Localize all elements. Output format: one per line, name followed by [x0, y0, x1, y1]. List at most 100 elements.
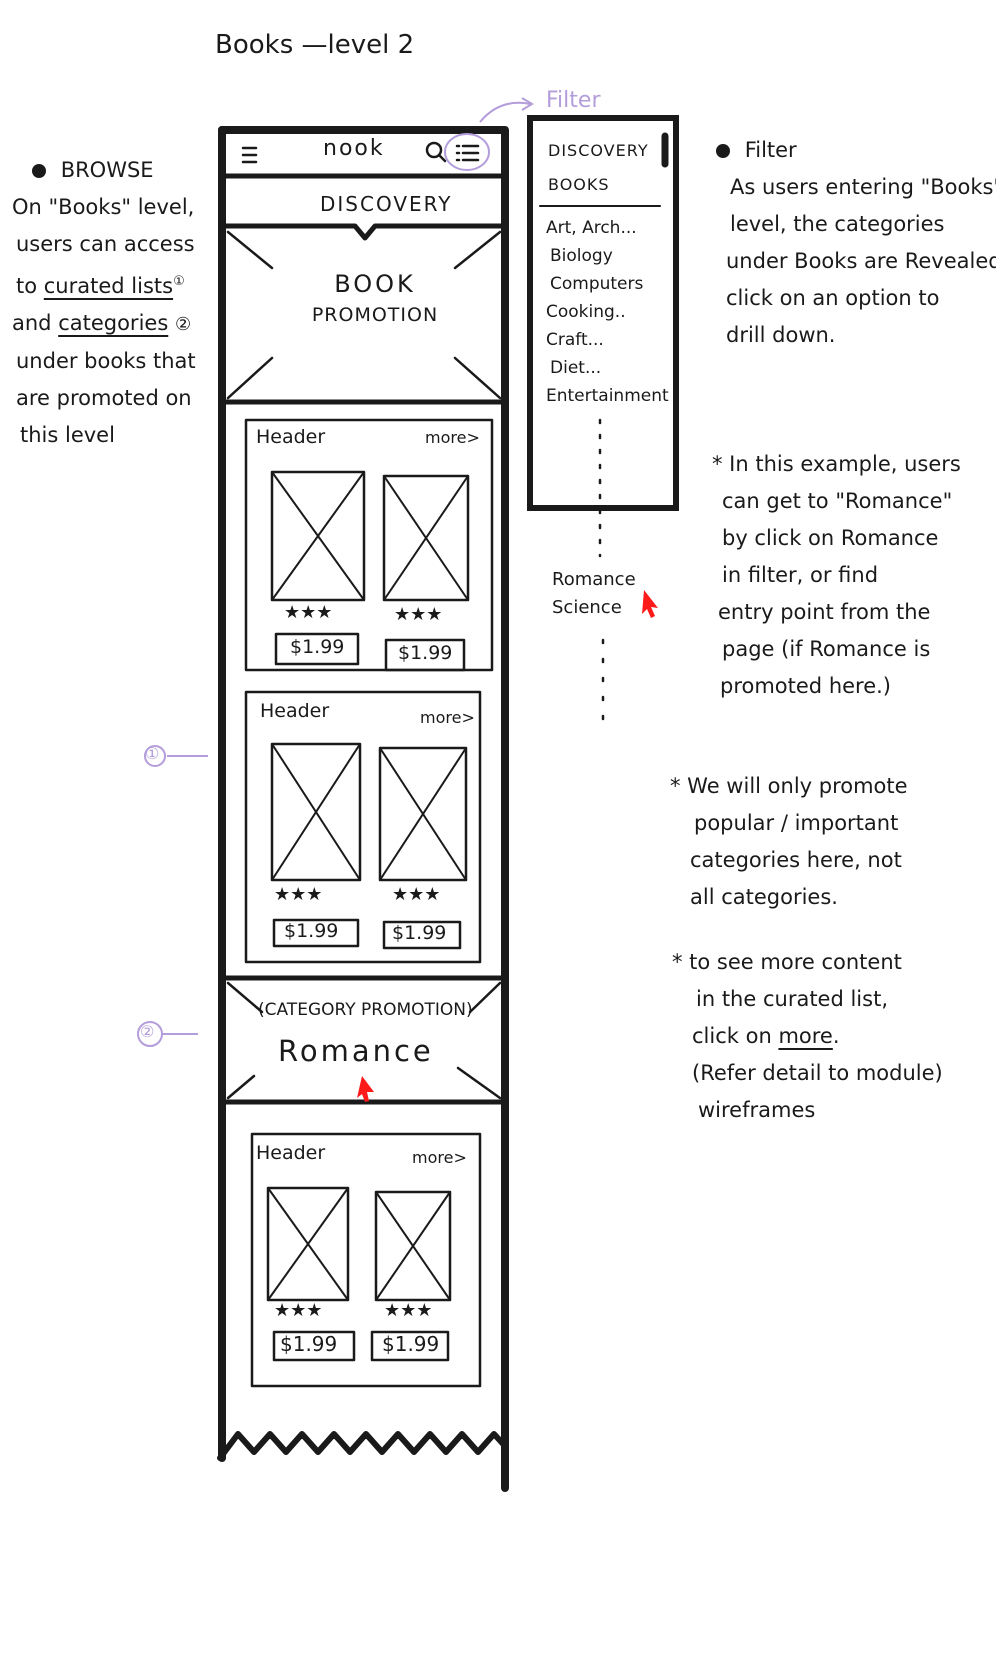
module-2-rating-2: ★★★ [392, 884, 441, 905]
module-1-rating-2: ★★★ [394, 604, 443, 625]
purple-annotations [137, 97, 534, 1047]
bullet-dot [716, 144, 730, 158]
module-2-cover-2 [378, 746, 468, 882]
browse-line-2: users can access [16, 232, 195, 256]
module-2-rating-1: ★★★ [274, 884, 323, 905]
filter-item-entertainment[interactable]: Entertainment [546, 386, 669, 406]
discovery-tab-line [221, 223, 508, 241]
page-title: Books —level 2 [215, 30, 415, 60]
category-promotion-romance[interactable]: Romance [278, 1034, 434, 1068]
module-3-frame [250, 1132, 482, 1388]
filter-note-line-5: drill down. [726, 323, 836, 347]
phone-torn-edge [217, 1431, 508, 1461]
marker-1-label: ① [145, 744, 160, 763]
filter-button[interactable] [452, 138, 482, 166]
filter-item-romance[interactable]: Romance [552, 569, 636, 590]
menu-button[interactable] [236, 140, 264, 168]
module-2-cover-1 [270, 742, 362, 882]
filter-item-art[interactable]: Art, Arch... [546, 218, 637, 238]
book-promotion-banner[interactable]: BOOK PROMOTION [300, 270, 450, 326]
filter-panel [527, 115, 679, 732]
more-note-line-4: (Refer detail to module) [692, 1061, 943, 1085]
browse-curated-prefix: to [16, 274, 44, 298]
browse-bullet-row: BROWSE [32, 152, 212, 189]
filter-item-craft[interactable]: Craft... [546, 330, 604, 350]
filter-item-biology[interactable]: Biology [550, 246, 613, 266]
browse-categories-marker: ② [174, 314, 192, 335]
filter-panel-title: DISCOVERY BOOKS [548, 134, 649, 202]
module-2-price-1[interactable]: $1.99 [284, 920, 339, 942]
browse-note: BROWSE On "Books" level, users can acces… [12, 152, 212, 454]
filter-item-cooking[interactable]: Cooking.. [546, 302, 626, 322]
module-1-price-box-2 [384, 638, 466, 672]
filter-item-computers[interactable]: Computers [550, 274, 644, 294]
example-note-line-3: by click on Romance [722, 526, 939, 550]
example-note-line-2: can get to "Romance" [722, 489, 953, 513]
discovery-tab[interactable]: DISCOVERY [320, 192, 453, 216]
marker-2-label: ② [140, 1022, 155, 1041]
filter-note-line-4: click on an option to [726, 286, 940, 310]
browse-line-after-2: are promoted on [16, 386, 192, 410]
module-2-header: Header [260, 700, 330, 722]
filter-note-bullet-row: Filter [716, 132, 986, 169]
module-2-more-link[interactable]: more> [420, 708, 475, 727]
module-3-price-box-2 [370, 1330, 450, 1362]
browse-line-curated: to curated lists① [16, 263, 212, 305]
filter-note-line-1: As users entering "Books" [730, 175, 996, 199]
example-note-line-4: in filter, or find [722, 563, 879, 587]
promote-note-line-1: * We will only promote [670, 774, 908, 798]
module-1-price-1[interactable]: $1.99 [290, 636, 345, 658]
module-1-more-link[interactable]: more> [425, 428, 480, 447]
module-1-cover-1 [270, 470, 366, 602]
search-button[interactable] [424, 140, 448, 166]
category-promotion-placeholder-x [226, 981, 502, 1100]
module-3-rating-2: ★★★ [384, 1300, 433, 1321]
filter-item-diet[interactable]: Diet... [550, 358, 602, 378]
filter-note-line-3: under Books are Revealed [726, 249, 996, 273]
cursor-arrows [357, 590, 658, 1102]
module-2-frame [244, 690, 482, 964]
filter-overflow-list: Romance Science [552, 566, 636, 622]
promote-note: * We will only promote popular / importa… [670, 768, 970, 916]
example-note-line-1: * In this example, users [712, 452, 961, 476]
module-3-price-1[interactable]: $1.99 [280, 1332, 338, 1356]
more-note-line-3: click on more. [692, 1018, 972, 1055]
module-2-price-box-1 [272, 918, 360, 948]
more-note-line-1: * to see more content [672, 950, 902, 974]
more-note-line-2: in the curated list, [696, 987, 888, 1011]
module-2-price-2[interactable]: $1.99 [392, 922, 447, 944]
category-promotion-label: (CATEGORY PROMOTION) [258, 1000, 473, 1020]
module-1-price-2[interactable]: $1.99 [398, 642, 453, 664]
module-3-price-box-1 [272, 1330, 356, 1362]
browse-bullet-label: BROWSE [60, 158, 154, 182]
filter-category-list: Art, Arch... Biology Computers Cooking..… [546, 214, 670, 410]
browse-line-after-1: under books that [16, 349, 196, 373]
filter-item-science[interactable]: Science [552, 597, 622, 618]
cursor-arrow-icon [357, 1076, 374, 1102]
more-note-period: . [832, 1024, 840, 1048]
phone-frame-right [218, 126, 509, 1492]
filter-note-line-2: level, the categories [730, 212, 945, 236]
example-note-line-5: entry point from the [718, 600, 931, 624]
module-1-price-box-1 [274, 632, 360, 666]
module-2-price-box-2 [382, 920, 462, 950]
cursor-arrow-icon [642, 590, 658, 618]
example-note-line-6: page (if Romance is [722, 637, 931, 661]
module-3-more-link[interactable]: more> [412, 1148, 467, 1167]
module-3-price-2[interactable]: $1.99 [382, 1332, 440, 1356]
more-note-click: click on [692, 1024, 779, 1048]
module-3-cover-1 [266, 1186, 350, 1302]
module-3-rating-1: ★★★ [274, 1300, 323, 1321]
book-promotion-line1: BOOK [334, 270, 416, 298]
browse-categories-text: categories [58, 311, 169, 335]
module-1-rating-1: ★★★ [284, 602, 333, 623]
list-icon [455, 144, 480, 162]
module-1-frame [244, 418, 494, 672]
filter-title-line2: BOOKS [548, 175, 610, 194]
book-promotion-placeholder-x [226, 230, 502, 400]
search-icon [425, 141, 447, 163]
nook-logo[interactable]: nook [323, 136, 385, 161]
filter-annotation-label: Filter [546, 88, 601, 113]
promote-note-line-2: popular / important [694, 811, 899, 835]
